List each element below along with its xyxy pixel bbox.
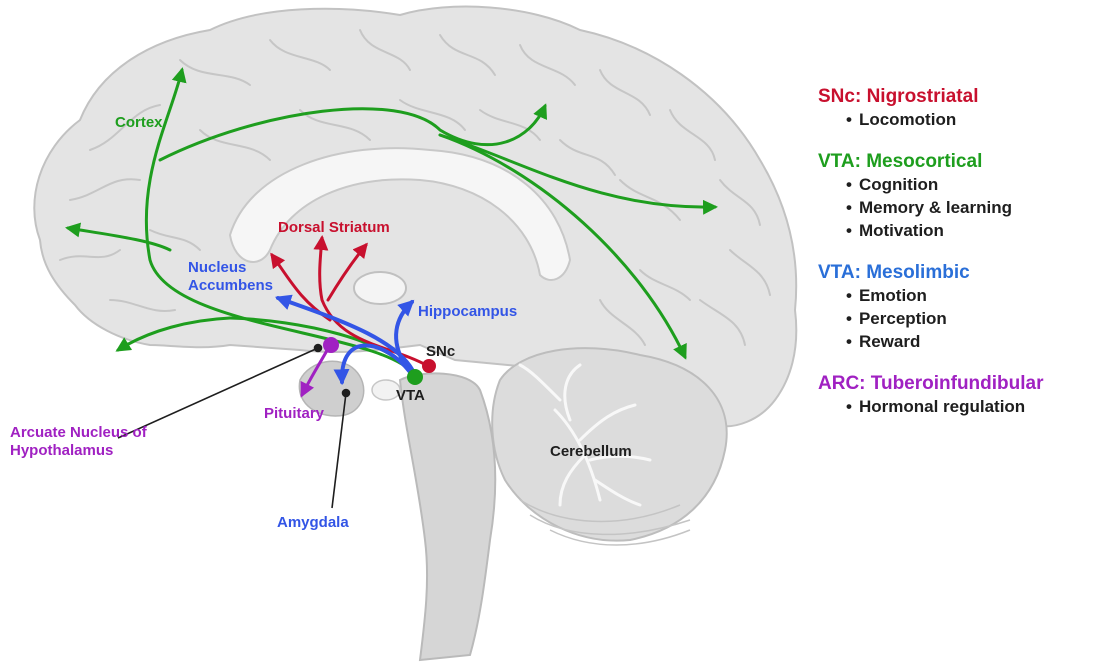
brainstem	[400, 373, 495, 660]
legend-title: SNc: Nigrostriatal	[818, 86, 1108, 108]
label-snc: SNc	[426, 343, 455, 360]
label-vta: VTA	[396, 387, 425, 404]
legend-title: VTA: Mesocortical	[818, 151, 1108, 173]
legend-group: VTA: MesocorticalCognitionMemory & learn…	[818, 151, 1108, 242]
arc-node	[323, 337, 339, 353]
arcuate-pointer-dot	[315, 345, 322, 352]
label-hippocampus: Hippocampus	[418, 303, 517, 320]
legend-item-list: CognitionMemory & learningMotivation	[818, 173, 1108, 242]
snc-node	[422, 359, 436, 373]
legend-item: Emotion	[846, 284, 1108, 307]
arcuate-pointer-line	[118, 348, 318, 438]
legend-item: Locomotion	[846, 108, 1108, 131]
vta-node	[407, 369, 423, 385]
pathway-legend: SNc: NigrostriatalLocomotionVTA: Mesocor…	[818, 86, 1108, 438]
legend-item: Reward	[846, 330, 1108, 353]
amygdala-pointer-dot	[343, 390, 350, 397]
cerebrum-shape	[34, 7, 796, 427]
label-line: Nucleus	[188, 259, 246, 276]
legend-item: Motivation	[846, 219, 1108, 242]
thalamus	[354, 272, 406, 304]
legend-item-list: Hormonal regulation	[818, 395, 1108, 418]
legend-item: Cognition	[846, 173, 1108, 196]
legend-title: VTA: Mesolimbic	[818, 262, 1108, 284]
label-line: Arcuate Nucleus of	[10, 424, 148, 441]
legend-item-list: EmotionPerceptionReward	[818, 284, 1108, 353]
legend-item: Perception	[846, 307, 1108, 330]
legend-item-list: Locomotion	[818, 108, 1108, 131]
legend-item: Hormonal regulation	[846, 395, 1108, 418]
label-line: Accumbens	[188, 277, 273, 294]
label-pituitary: Pituitary	[264, 405, 325, 422]
legend-title: ARC: Tuberoinfundibular	[818, 373, 1108, 395]
legend-group: VTA: MesolimbicEmotionPerceptionReward	[818, 262, 1108, 353]
label-line: Hypothalamus	[10, 442, 113, 459]
label-amygdala: Amygdala	[277, 514, 349, 531]
label-cortex: Cortex	[115, 114, 163, 131]
label-dorsal-striatum: Dorsal Striatum	[278, 219, 390, 236]
label-cerebellum: Cerebellum	[550, 443, 632, 460]
legend-group: ARC: TuberoinfundibularHormonal regulati…	[818, 373, 1108, 418]
legend-item: Memory & learning	[846, 196, 1108, 219]
legend-group: SNc: NigrostriatalLocomotion	[818, 86, 1108, 131]
